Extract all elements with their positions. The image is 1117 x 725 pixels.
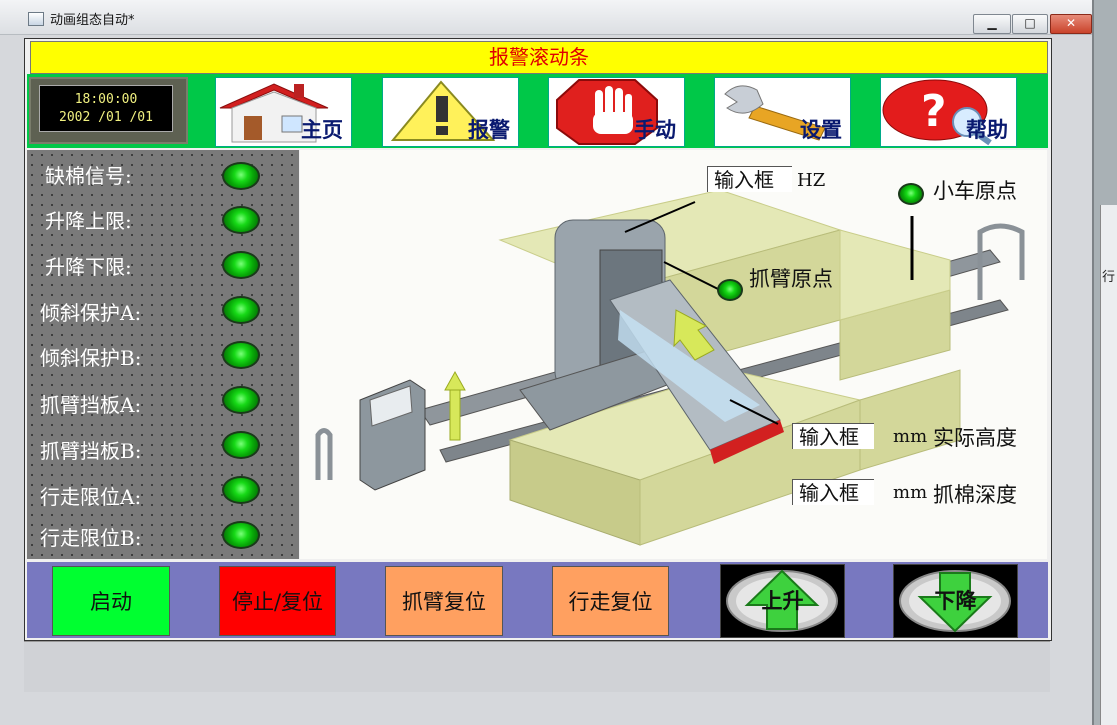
signal-label-travel-limit-b: 行走限位B:	[40, 526, 142, 550]
down-arrow-icon	[899, 570, 1011, 633]
signal-led-travel-limit-b	[222, 521, 260, 549]
signal-led-lift-upper	[222, 206, 260, 234]
height-unit: mm	[893, 426, 928, 447]
nav-alarm-label: 报警	[468, 117, 510, 142]
stop-reset-button[interactable]: 停止/复位	[219, 566, 336, 636]
nav-help-label: 帮助	[966, 117, 1008, 142]
arm-reset-button[interactable]: 抓臂复位	[385, 566, 503, 636]
svg-text:?: ?	[921, 86, 947, 137]
height-input[interactable]: 输入框	[792, 423, 874, 449]
signal-led-travel-limit-a	[222, 476, 260, 504]
home-icon	[219, 83, 329, 143]
nav-help-button[interactable]: ? 帮助	[880, 77, 1017, 147]
nav-home-label: 主页	[301, 117, 343, 142]
raise-button[interactable]: 上升	[720, 564, 845, 638]
frequency-unit: HZ	[797, 170, 826, 191]
nav-settings-label: 设置	[800, 117, 842, 142]
signal-led-tilt-a	[222, 296, 260, 324]
walk-reset-button[interactable]: 行走复位	[552, 566, 669, 636]
nav-home-button[interactable]: 主页	[215, 77, 352, 147]
nav-manual-button[interactable]: 手动	[548, 77, 685, 147]
warning-icon	[390, 80, 496, 141]
nav-bar	[27, 74, 1048, 148]
height-label: 实际高度	[933, 426, 1017, 450]
depth-unit: mm	[893, 482, 928, 503]
nav-manual-label: 手动	[634, 117, 676, 142]
help-icon: ?	[882, 79, 992, 146]
signal-label-lift-lower: 升降下限:	[45, 255, 132, 279]
signal-led-lift-lower	[222, 251, 260, 279]
raise-label: 上升	[761, 588, 804, 613]
minimize-button[interactable]: ▁	[973, 14, 1011, 34]
arm-origin-led	[717, 279, 743, 301]
signal-label-arm-baffle-b: 抓臂挡板B:	[40, 439, 142, 463]
signal-label-tilt-b: 倾斜保护B:	[40, 346, 142, 370]
signal-led-cotton-missing	[222, 162, 260, 190]
close-button[interactable]: ✕	[1050, 14, 1092, 34]
signal-label-cotton-missing: 缺棉信号:	[45, 164, 132, 188]
signal-label-arm-baffle-a: 抓臂挡板A:	[40, 393, 142, 417]
depth-label: 抓棉深度	[933, 483, 1017, 507]
signal-label-tilt-a: 倾斜保护A:	[40, 301, 142, 325]
stop-hand-icon	[556, 79, 658, 145]
status-area	[24, 641, 1050, 692]
title-bar: 动画组态自动* ▁ □ ✕	[0, 0, 1092, 35]
signal-label-lift-upper: 升降上限:	[45, 209, 132, 233]
frequency-input[interactable]: 输入框	[707, 166, 792, 192]
nav-settings-button[interactable]: 设置	[714, 77, 851, 147]
clock-time: 18:00:00	[74, 92, 138, 107]
background-window-text: 行	[1102, 270, 1116, 285]
signal-led-arm-baffle-b	[222, 431, 260, 459]
cart-origin-label: 小车原点	[933, 179, 1017, 203]
clock-display: 18:00:00 2002 /01 /01	[39, 85, 173, 132]
command-bar	[27, 562, 1048, 638]
alarm-scroll-bar: 报警滚动条	[30, 41, 1048, 74]
start-button[interactable]: 启动	[52, 566, 170, 636]
maximize-button[interactable]: □	[1012, 14, 1048, 34]
signal-label-travel-limit-a: 行走限位A:	[40, 485, 142, 509]
lower-button[interactable]: 下降	[893, 564, 1018, 638]
background-window-fragment	[1100, 205, 1117, 725]
machine-scene	[300, 150, 1047, 559]
app-icon	[28, 12, 44, 26]
clock-date: 2002 /01 /01	[59, 110, 153, 125]
window-title: 动画组态自动*	[50, 13, 135, 28]
nav-alarm-button[interactable]: 报警	[382, 77, 519, 147]
arm-origin-label: 抓臂原点	[749, 267, 833, 291]
depth-input[interactable]: 输入框	[792, 479, 874, 505]
cart-origin-led	[898, 183, 924, 205]
wrench-icon	[724, 85, 826, 141]
signal-led-tilt-b	[222, 341, 260, 369]
lower-label: 下降	[934, 588, 977, 613]
signal-led-arm-baffle-a	[222, 386, 260, 414]
bale-plucker-illustration	[315, 189, 1025, 546]
up-arrow-icon	[726, 569, 838, 632]
